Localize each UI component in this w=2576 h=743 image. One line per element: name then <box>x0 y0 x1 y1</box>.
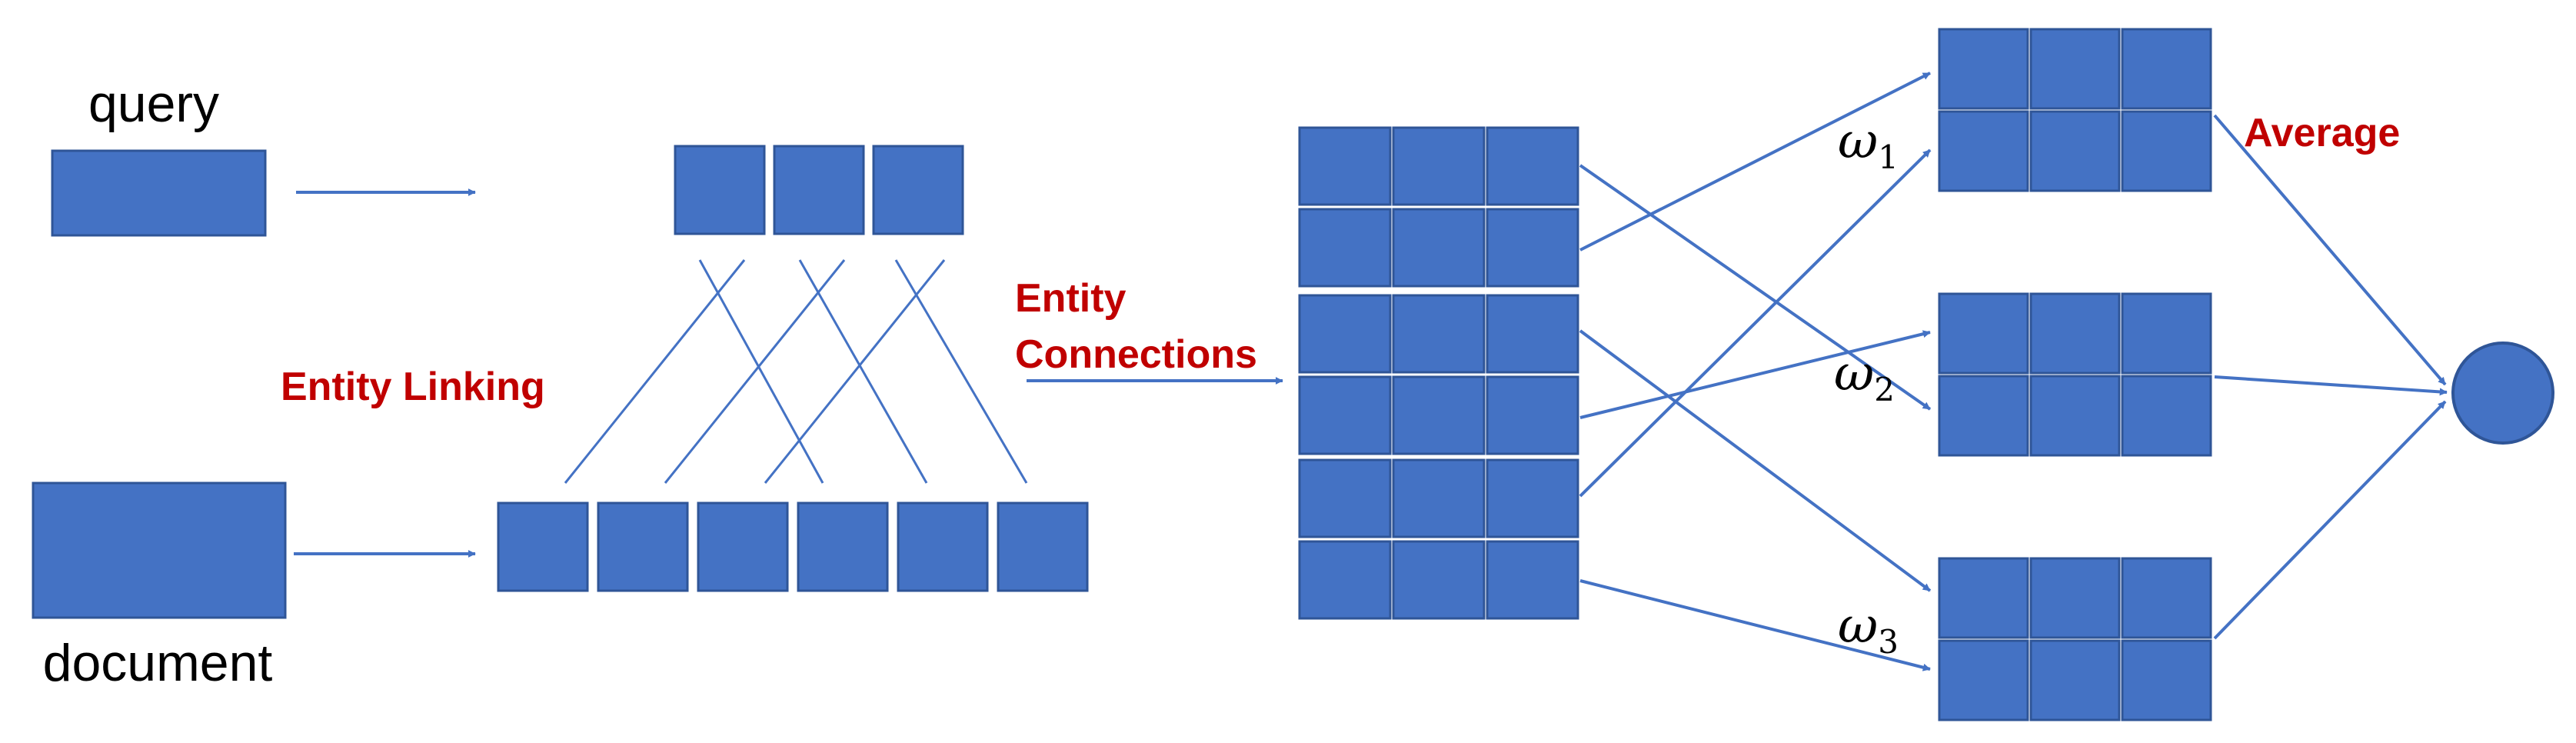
document-box <box>32 481 287 619</box>
output-block-1 <box>1938 28 2212 192</box>
document-entity-box <box>997 501 1089 592</box>
document-entity-box <box>897 501 989 592</box>
query-entity-box <box>674 145 766 235</box>
entity-connections-label-line2: Connections <box>1015 332 1257 377</box>
document-entity-box <box>797 501 889 592</box>
document-entity-box <box>697 501 789 592</box>
weight-label-1: ω1 <box>1838 113 1899 176</box>
output-block-3 <box>1938 557 2212 721</box>
query-box <box>51 149 267 237</box>
output-block-2 <box>1938 292 2212 457</box>
weight-label-2: ω2 <box>1834 345 1895 408</box>
document-entity-box <box>597 501 689 592</box>
entity-connections-label-line1: Entity <box>1015 276 1127 321</box>
query-entity-box <box>872 145 964 235</box>
query-entity-box <box>773 145 865 235</box>
document-entities <box>497 501 1089 592</box>
query-label: query <box>88 75 219 133</box>
output-to-score-arrows <box>2213 114 2448 640</box>
weight-label-3: ω3 <box>1838 598 1899 661</box>
document-entity-box <box>497 501 589 592</box>
entity-linking-lines <box>564 259 1028 484</box>
score-node <box>2451 342 2554 445</box>
entity-linking-label: Entity Linking <box>281 365 545 409</box>
matrix-to-output-arrows <box>1579 72 1932 671</box>
connection-matrix <box>1298 126 1579 620</box>
query-entities <box>674 145 964 235</box>
document-label: document <box>43 634 273 692</box>
average-label: Average <box>2244 111 2400 155</box>
